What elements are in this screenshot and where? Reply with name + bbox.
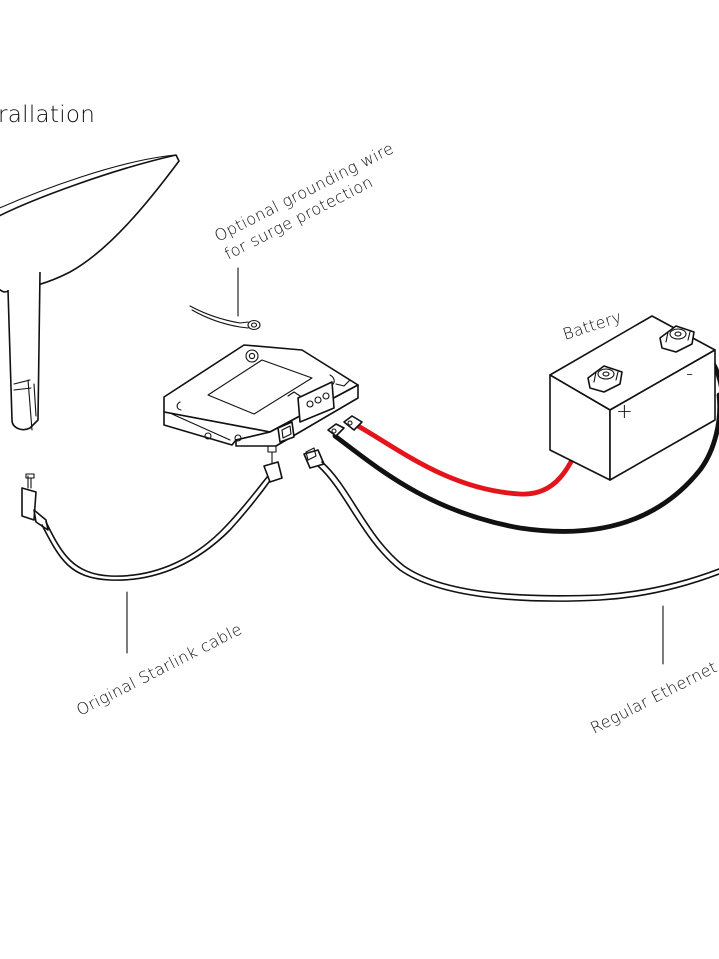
- starlink-dish: [0, 154, 180, 431]
- negative-terminal: [659, 325, 695, 353]
- battery-minus-sign: -: [686, 361, 694, 385]
- diagram-title: rallation: [0, 102, 95, 128]
- ethernet-cable: [303, 447, 719, 665]
- power-router: [163, 344, 359, 447]
- positive-terminal: [587, 365, 623, 393]
- battery: + -: [549, 315, 716, 481]
- ethernet-cable-label: Regular Ethernet: [587, 657, 719, 737]
- battery-plus-sign: +: [616, 399, 633, 423]
- negative-wire: [332, 392, 719, 534]
- starlink-cable-label: Original Starlink cable: [73, 619, 245, 719]
- starlink-cable: [21, 443, 283, 654]
- grounding-wire: [189, 267, 261, 331]
